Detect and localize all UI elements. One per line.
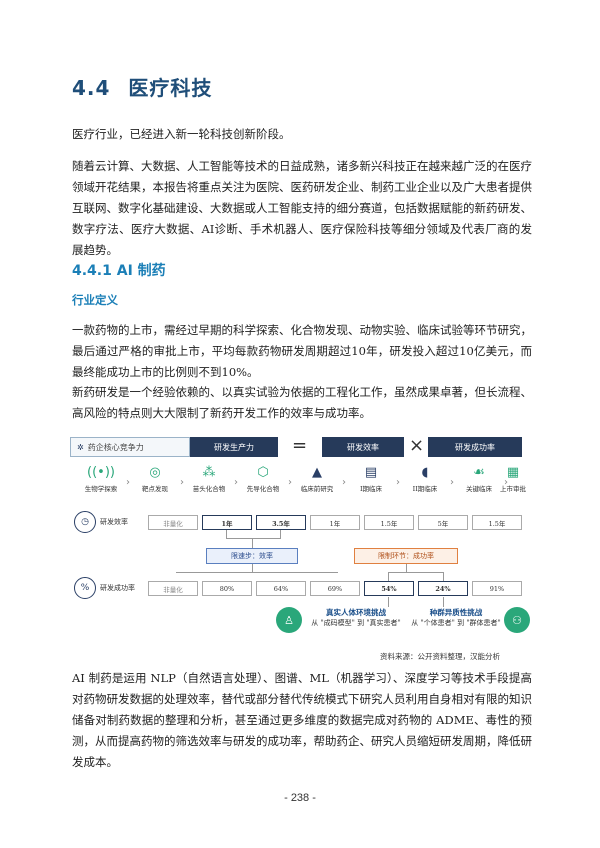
- hexagon-icon: ⬡: [257, 465, 269, 480]
- target-icon: ◎: [149, 465, 161, 480]
- efficiency-cell: 非量化: [148, 515, 198, 530]
- chevron-right-icon: ›: [288, 477, 292, 488]
- stage-hit: ⁂苗头化合物: [180, 465, 238, 493]
- population-icon: ⚇: [504, 607, 530, 633]
- subsection-heading: 4.4.1 AI 制药: [72, 263, 166, 279]
- success-rate-box: 研发成功率: [428, 437, 522, 457]
- efficiency-cell: 3.5年: [256, 515, 306, 530]
- productivity-box: 研发生产力: [190, 437, 278, 457]
- efficiency-cell: 1年: [310, 515, 360, 530]
- efficiency-cell: 1.5年: [472, 515, 522, 530]
- definition-paragraph: 一款药物的上市，需经过早期的科学探索、化合物发现、动物实验、临床试验等环节研究，…: [72, 323, 532, 379]
- success-rate-cell: 80%: [202, 581, 252, 596]
- connector-line: [443, 572, 444, 581]
- stage-pivotal: ☙关键临床: [450, 465, 508, 493]
- connector-line: [252, 538, 253, 548]
- molecule-icon: ⁂: [202, 465, 216, 480]
- stage-lead: ⬡先导化合物: [234, 465, 292, 493]
- connector-line: [406, 564, 407, 572]
- clipboard-icon: ▦: [506, 465, 520, 480]
- network-icon: ✲: [77, 442, 84, 452]
- chevron-right-icon: ›: [126, 477, 130, 488]
- success-rate-cell: 69%: [310, 581, 360, 596]
- connector-line: [388, 572, 389, 581]
- section-number: 4.4: [72, 76, 111, 100]
- page-number: - 238 -: [284, 792, 316, 804]
- success-rate-cell: 54%: [364, 581, 414, 596]
- success-rate-cell: 64%: [256, 581, 306, 596]
- section-heading: 4.4 医疗科技: [72, 72, 212, 101]
- success-rate-cell: 24%: [418, 581, 468, 596]
- efficiency-cell: 1年: [202, 515, 252, 530]
- body-icon: ♙: [276, 607, 302, 633]
- capsule-icon: ◖: [421, 465, 429, 480]
- chevron-right-icon: ›: [180, 477, 184, 488]
- percent-icon: %: [74, 577, 96, 599]
- signal-icon: ((•)): [87, 465, 115, 480]
- times-sign: ×: [409, 435, 425, 456]
- connector-line: [252, 564, 253, 572]
- challenge-heterogeneity: 种群异质性挑战 从 "个体患者" 到 "群体患者": [411, 608, 501, 627]
- intro-paragraph: 医疗行业，已经进入新一轮科技创新阶段。: [72, 127, 291, 141]
- flask-icon: ▲: [312, 465, 322, 480]
- efficiency-cell: 1.5年: [364, 515, 414, 530]
- stage-biology: ((•))生物学探索: [72, 465, 130, 493]
- industry-definition-heading: 行业定义: [72, 293, 118, 307]
- chevron-right-icon: ›: [450, 477, 454, 488]
- connector-line: [388, 572, 444, 573]
- efficiency-row-label: ◷ 研发效率: [74, 511, 128, 533]
- connector-line: [226, 538, 281, 539]
- efficiency-cell: 5年: [418, 515, 468, 530]
- stage-preclinical: ▲临床前研究: [288, 465, 346, 493]
- document-icon: ▤: [364, 465, 378, 480]
- hand-icon: ☙: [473, 465, 485, 480]
- arrow-up-line: [388, 597, 389, 607]
- ai-pharma-paragraph: AI 制药是运用 NLP（自然语言处理）、图谱、ML（机器学习）、深度学习等技术…: [72, 671, 532, 769]
- success-rate-cell: 非量化: [148, 581, 198, 596]
- challenge-real-body: 真实人体环境挑战 从 "成码模型" 到 "真实患者": [311, 608, 401, 627]
- equals-sign: =: [292, 435, 308, 456]
- chevron-right-icon: ›: [396, 477, 400, 488]
- chevron-right-icon: ›: [504, 477, 508, 488]
- challenge-paragraph: 新药研发是一个经验依赖的、以真实试验为依据的工程化工作，虽然成果卓著，但长流程、…: [72, 385, 532, 420]
- arrow-up-line: [443, 597, 444, 607]
- stage-phase1: ▤I期临床: [342, 465, 400, 493]
- clock-icon: ◷: [74, 511, 96, 533]
- source-note: 资料来源：公开资料整理，汉能分析: [380, 652, 500, 661]
- stage-phase2: ◖II期临床: [396, 465, 454, 493]
- chevron-right-icon: ›: [342, 477, 346, 488]
- core-competitiveness-box: ✲ 药企核心竞争力: [70, 437, 190, 457]
- section-title: 医疗科技: [128, 76, 213, 100]
- connector-line: [226, 530, 227, 538]
- connector-line: [176, 572, 338, 573]
- connector-line: [280, 530, 281, 538]
- rate-limit-box: 限制环节：成功率: [354, 548, 458, 564]
- efficiency-box: 研发效率: [322, 437, 404, 457]
- overview-paragraph: 随着云计算、大数据、人工智能等技术的日益成熟，诸多新兴科技正在越来越广泛的在医疗…: [72, 159, 532, 257]
- stage-target: ◎靶点发现: [126, 465, 184, 493]
- speed-limit-box: 限速步：效率: [206, 548, 298, 564]
- success-rate-cell: 91%: [472, 581, 522, 596]
- success-row-label: % 研发成功率: [74, 577, 135, 599]
- stage-approval: ▦上市审批: [484, 465, 542, 493]
- rd-productivity-diagram: ✲ 药企核心竞争力 研发生产力 = 研发效率 × 研发成功率 ((•))生物学探…: [66, 435, 536, 645]
- chevron-right-icon: ›: [234, 477, 238, 488]
